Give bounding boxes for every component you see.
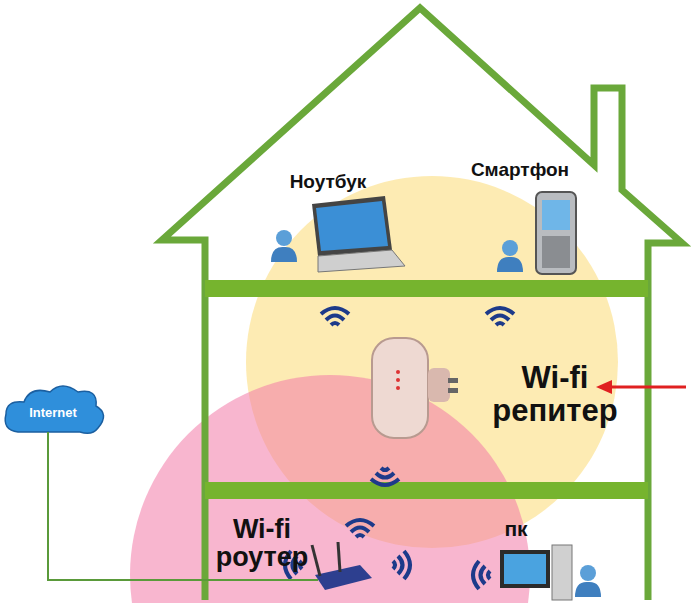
repeater-label: Wi-fi репитер bbox=[490, 362, 620, 427]
node-text: Internet bbox=[29, 405, 77, 420]
device-label: Смартфон bbox=[471, 160, 569, 180]
router-device bbox=[312, 542, 372, 590]
repeater-device bbox=[372, 338, 458, 438]
device-label: Ноутбук bbox=[290, 172, 367, 192]
device-label: пк bbox=[504, 518, 527, 540]
smartphone-icon bbox=[536, 192, 576, 274]
router-label: Wi-fi роутер bbox=[207, 515, 317, 572]
pc-icon bbox=[500, 545, 572, 600]
cloud-node: Internet bbox=[8, 392, 98, 432]
laptop-icon bbox=[312, 196, 405, 272]
